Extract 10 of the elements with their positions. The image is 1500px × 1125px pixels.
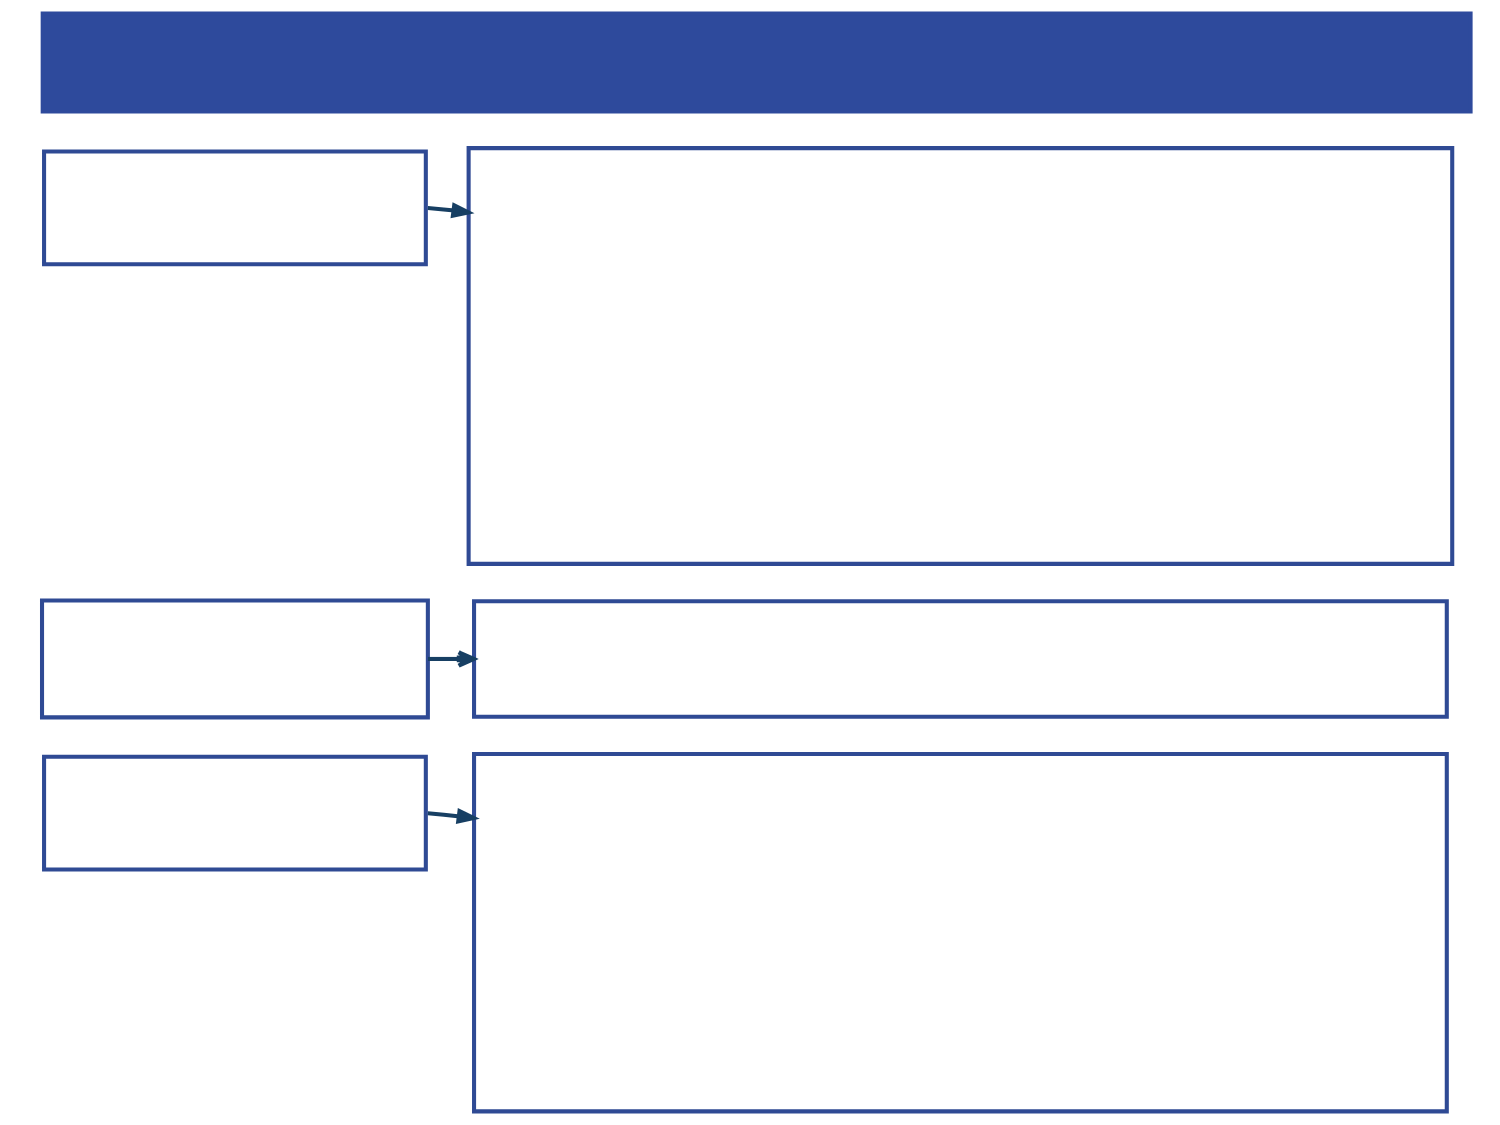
node-box <box>42 754 428 872</box>
arrow <box>427 807 480 825</box>
node-bar <box>40 11 1473 114</box>
node-box <box>466 146 1455 566</box>
node-box <box>472 752 1449 1114</box>
arrow <box>428 650 476 668</box>
node-box <box>42 149 428 267</box>
node-box <box>40 598 430 720</box>
arrow <box>427 202 475 219</box>
node-box <box>472 599 1449 719</box>
